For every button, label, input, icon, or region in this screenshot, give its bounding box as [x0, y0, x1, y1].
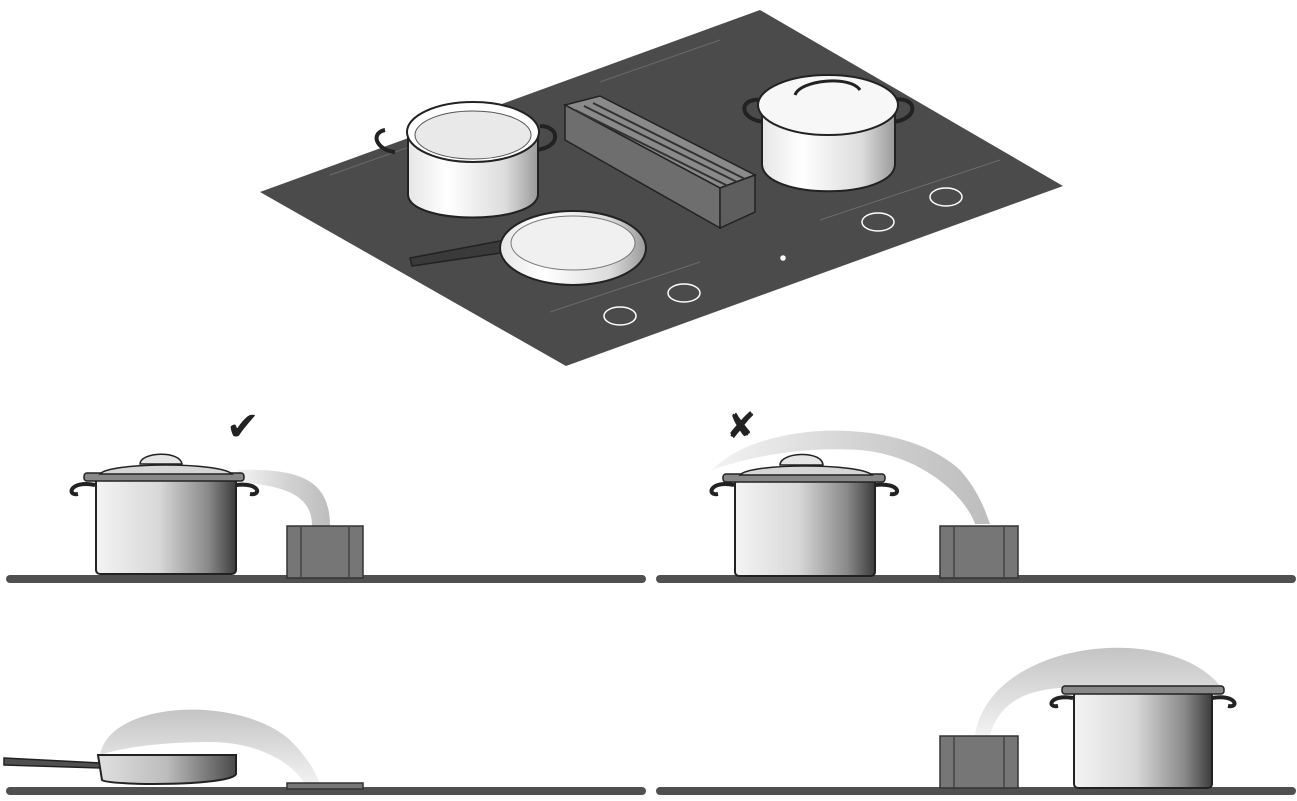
extractor-4	[939, 735, 1019, 789]
lidded-pot-3d	[742, 74, 915, 193]
downdraft-extractor-3d	[562, 95, 757, 230]
control-dial-3	[861, 212, 895, 232]
control-dial-4	[929, 187, 963, 207]
panel-correct-lidded-pot: ✔	[69, 404, 364, 579]
control-dial-2	[667, 283, 701, 303]
panel-tall-pot	[939, 647, 1237, 789]
steam-plume-3	[100, 709, 320, 784]
extractor-1	[286, 525, 364, 579]
panel-frying-pan	[3, 709, 364, 790]
extractor-2	[939, 525, 1019, 579]
stock-pot-1	[69, 453, 260, 575]
stock-pot-4	[1049, 685, 1237, 789]
cooktop-illustration	[260, 10, 1063, 366]
steam-plume-4	[975, 647, 1222, 735]
frying-pan-side	[3, 754, 237, 785]
stock-pot-2	[709, 453, 900, 577]
control-dial-1	[603, 306, 637, 326]
control-dials	[603, 187, 963, 326]
panel-incorrect-lidded-pot: ✘	[709, 406, 1019, 579]
steam-plume-1	[238, 469, 330, 526]
counter-bottom-left	[6, 787, 646, 795]
extractor-3-flush	[286, 782, 364, 790]
open-pot-3d	[374, 101, 558, 219]
correct-check-mark: ✔	[226, 404, 260, 450]
counter-top-left	[6, 575, 646, 583]
steam-plume-2	[712, 430, 990, 524]
incorrect-cross-mark: ✘	[726, 406, 756, 447]
frying-pan-3d	[409, 210, 647, 286]
center-indicator	[780, 255, 786, 261]
